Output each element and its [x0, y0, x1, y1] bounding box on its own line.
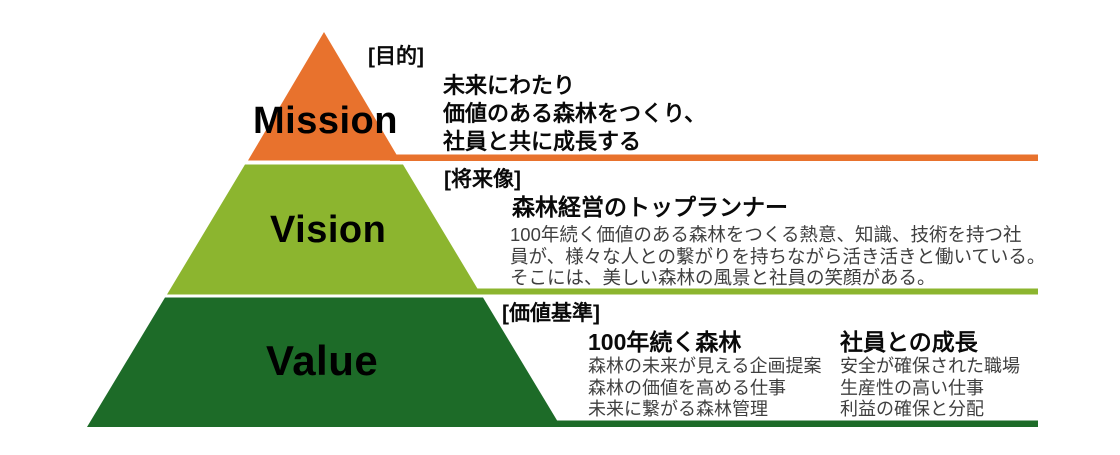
value-tag: [価値基準]: [502, 302, 600, 325]
mission-statement: 未来にわたり 価値のある森林をつくり、 社員と共に成長する: [443, 72, 706, 156]
value-column2-items: 安全が確保された職場 生産性の高い仕事 利益の確保と分配: [840, 356, 1020, 421]
vision-accent-bar: [470, 288, 1038, 295]
value-column1-item: 森林の価値を高める仕事: [588, 377, 786, 398]
value-accent-bar: [535, 420, 1038, 427]
mission-triangle: [248, 32, 400, 161]
mission-statement-line: 社員と共に成長する: [443, 129, 642, 154]
vision-body-line: 100年続く価値のある森林をつくる熱意、知識、技術を持つ社: [510, 224, 1022, 245]
mission-label: Mission: [253, 100, 398, 142]
value-column1-title: 100年続く森林: [588, 329, 742, 355]
vision-body: 100年続く価値のある森林をつくる熱意、知識、技術を持つ社 員が、様々な人との繋…: [510, 224, 1045, 289]
vision-tag: [将来像]: [444, 168, 521, 191]
mission-tag: [目的]: [368, 45, 424, 68]
value-column2-title: 社員との成長: [840, 329, 978, 355]
value-label: Value: [266, 337, 379, 384]
vision-body-line: 員が、様々な人との繋がりを持ちながら活き活きと働いている。: [510, 245, 1046, 267]
value-column1-items: 森林の未来が見える企画提案 森林の価値を高める仕事 未来に繋がる森林管理: [588, 356, 821, 421]
mission-accent-bar: [390, 154, 1038, 161]
vision-headline: 森林経営のトップランナー: [512, 194, 788, 220]
vision-trapezoid: [167, 164, 481, 295]
value-column2-item: 安全が確保された職場: [840, 356, 1020, 376]
vision-label: Vision: [270, 209, 387, 251]
value-column2-item: 利益の確保と分配: [840, 399, 984, 419]
mission-statement-line: 価値のある森林をつくり、: [443, 101, 707, 126]
value-trapezoid: [87, 297, 561, 427]
value-column1-item: 未来に繋がる森林管理: [588, 399, 768, 419]
value-column1-item: 森林の未来が見える企画提案: [588, 356, 822, 376]
value-column2-item: 生産性の高い仕事: [840, 377, 984, 398]
vision-body-line: そこには、美しい森林の風景と社員の笑顔がある。: [510, 267, 936, 288]
mission-statement-line: 未来にわたり: [443, 73, 576, 98]
